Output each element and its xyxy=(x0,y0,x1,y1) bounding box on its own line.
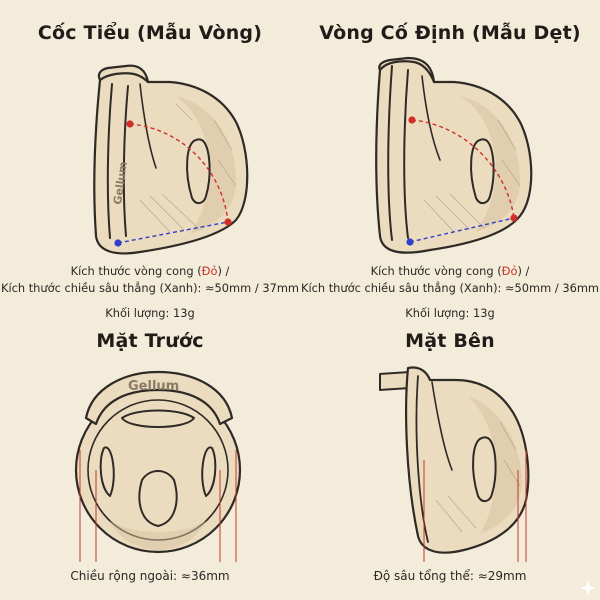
curve-measure-red xyxy=(129,123,229,223)
measure-point-red xyxy=(510,214,518,222)
panel-flat-model: Vòng Cố Định (Mẫu Dẹt) xyxy=(300,0,600,320)
measure-point-red xyxy=(408,116,416,124)
side-view-drawing xyxy=(379,366,596,596)
measure-caption: Kích thước vòng cong (Đỏ) / Kích thước c… xyxy=(300,264,600,295)
panel-title: Cốc Tiểu (Mẫu Vòng) xyxy=(37,22,263,44)
panel-side-view: Mặt Bên Độ sâu tổng thể: ≈29m xyxy=(300,300,600,600)
panel-ring-model: Cốc Tiểu (Mẫu Vòng) Ge xyxy=(0,0,300,320)
measure-point-red xyxy=(224,218,232,226)
ring-model-drawing: Gellum xyxy=(93,64,249,255)
depth-measure-blue xyxy=(409,217,515,243)
red-label: Đỏ xyxy=(201,264,218,278)
sparkle-icon xyxy=(580,580,596,596)
depth-measure-blue xyxy=(117,221,229,244)
red-label: Đỏ xyxy=(501,264,518,278)
panel-title: Vòng Cố Định (Mẫu Dẹt) xyxy=(319,22,581,44)
depth-caption: Kích thước chiều sâu thẳng (Xanh): ≈50mm… xyxy=(0,281,300,295)
panel-title: Mặt Bên xyxy=(405,330,495,352)
weight-label: Khối lượng: 13g xyxy=(405,306,495,320)
flat-model-drawing xyxy=(375,56,533,254)
weight-label: Khối lượng: 13g xyxy=(105,306,195,320)
measure-point-red xyxy=(126,120,134,128)
brand-label: Gellum xyxy=(128,379,179,394)
measure-point-blue xyxy=(114,239,122,247)
depth-caption: Kích thước chiều sâu thẳng (Xanh): ≈50mm… xyxy=(300,281,600,295)
panel-title: Mặt Trước xyxy=(96,330,204,352)
front-view-drawing: Gellum xyxy=(74,370,242,562)
curve-measure-red xyxy=(411,119,515,219)
panel-front-view: Mặt Trước Gellum Chiều rộng ngoài: ≈36mm xyxy=(0,300,300,600)
brand-label: Gellum xyxy=(111,161,130,206)
measure-point-blue xyxy=(406,238,414,246)
width-caption: Chiều rộng ngoài: ≈36mm xyxy=(70,569,230,583)
measure-caption: Kích thước vòng cong (Đỏ) / Kích thước c… xyxy=(0,264,300,295)
depth-caption: Độ sâu tổng thể: ≈29mm xyxy=(373,569,527,583)
